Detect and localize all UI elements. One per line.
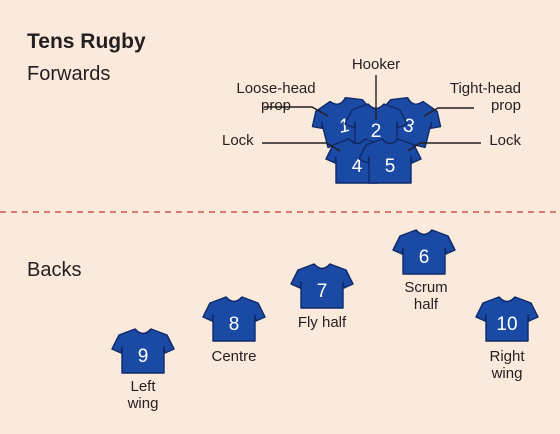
backs-heading: Backs [27,259,81,281]
shirt-right-wing: 10 [475,296,539,342]
shirt-lock-right: 5 [358,138,422,184]
label-fly-half: Fly half [298,314,347,331]
shirt-collar [348,138,366,145]
shirt-number: 5 [385,156,396,177]
shirt-number: 4 [352,156,363,177]
shirt-number: 7 [317,281,328,302]
shirt-collar [225,296,243,303]
shirt-collar [406,97,424,105]
shirt-fly-half: 7 [290,263,354,309]
shirt-number: 10 [496,314,517,335]
shirt-scrum-half: 6 [392,229,456,275]
shirt-number: 9 [138,346,149,367]
leader-loose-head-prop [264,106,329,117]
shirt-number: 8 [229,314,240,335]
shirt-collar [381,138,399,145]
leader-lock-left [262,142,341,152]
shirt-left-wing: 9 [111,328,175,374]
shirt-centre: 8 [202,296,266,342]
label-centre: Centre [211,348,256,365]
leader-lines-layer [262,75,481,152]
forwards-heading: Forwards [27,63,110,85]
shirt-number: 2 [371,121,382,142]
shirt-collar [415,229,433,236]
label-hooker: Hooker [352,56,400,73]
leader-tight-head-prop [423,107,474,117]
diagram-title: Tens Rugby [27,30,146,53]
label-lock-left: Lock [222,132,254,149]
leader-lock-right [407,142,481,152]
shirt-collar [313,263,331,270]
shirt-collar [134,328,152,335]
shirt-collar [498,296,516,303]
shirt-collar [329,97,347,105]
label-lock-right: Lock [489,132,521,149]
shirt-number: 6 [419,247,430,268]
